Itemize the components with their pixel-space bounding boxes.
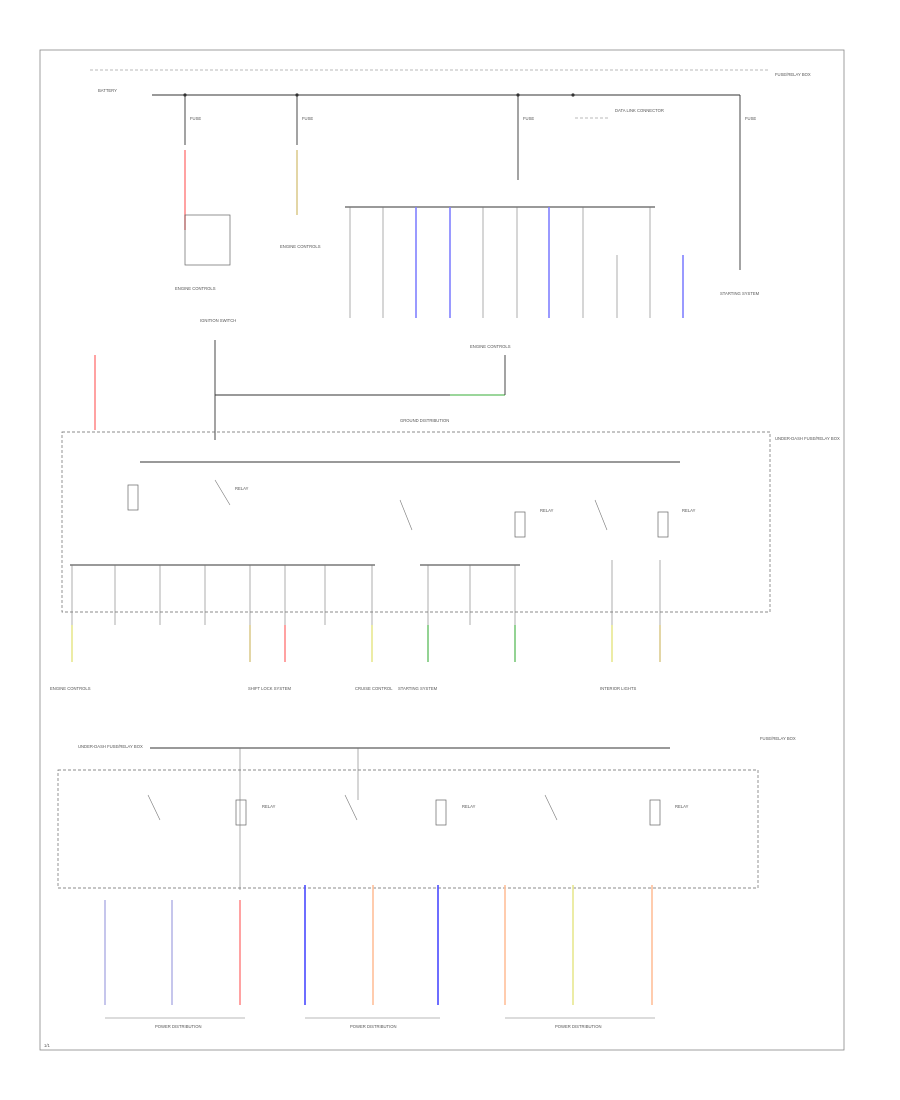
bottom-fuse-box bbox=[57, 769, 759, 889]
svg-text:ENGINE CONTROLS: ENGINE CONTROLS bbox=[280, 244, 321, 249]
svg-text:RELAY: RELAY bbox=[682, 508, 696, 513]
bottom-colored-wires bbox=[104, 885, 653, 1005]
diagram-frame bbox=[39, 49, 845, 1051]
data-link-label: DATA LINK CONNECTOR bbox=[615, 108, 664, 113]
svg-text:FUSE: FUSE bbox=[302, 116, 313, 121]
svg-text:STARTING SYSTEM: STARTING SYSTEM bbox=[398, 686, 438, 691]
ground-dist-label: GROUND DISTRIBUTION bbox=[400, 418, 449, 423]
main-fuse-box bbox=[61, 431, 771, 613]
svg-text:POWER DISTRIBUTION: POWER DISTRIBUTION bbox=[350, 1024, 397, 1029]
main-fuse-box-label: UNDER-DASH FUSE/RELAY BOX bbox=[775, 436, 840, 441]
ignition-label: IGNITION SWITCH bbox=[200, 318, 236, 323]
svg-text:FUSE: FUSE bbox=[190, 116, 201, 121]
svg-text:FUSE: FUSE bbox=[523, 116, 534, 121]
cruise-label: CRUISE CONTROL bbox=[355, 686, 393, 691]
top-fuse-drops: FUSE FUSE FUSE FUSE bbox=[184, 95, 756, 270]
svg-text:ENGINE CONTROLS: ENGINE CONTROLS bbox=[50, 686, 91, 691]
page-number: 1/1 bbox=[44, 1043, 50, 1048]
svg-text:RELAY: RELAY bbox=[675, 804, 689, 809]
engine-controls-box bbox=[184, 214, 231, 266]
fuse-box-top-label: FUSE/RELAY BOX bbox=[775, 72, 811, 77]
main-fuse-drops bbox=[71, 560, 661, 625]
svg-text:POWER DISTRIBUTION: POWER DISTRIBUTION bbox=[155, 1024, 202, 1029]
starting-label: STARTING SYSTEM bbox=[720, 291, 760, 296]
power-source-label: BATTERY bbox=[98, 88, 117, 93]
bottom-relay-symbols bbox=[147, 748, 661, 890]
svg-text:RELAY: RELAY bbox=[262, 804, 276, 809]
svg-text:RELAY: RELAY bbox=[462, 804, 476, 809]
svg-text:POWER DISTRIBUTION: POWER DISTRIBUTION bbox=[555, 1024, 602, 1029]
engine-controls-label: ENGINE CONTROLS bbox=[175, 286, 216, 291]
ecm-drops bbox=[349, 207, 684, 318]
engine-controls-label-2: ENGINE CONTROLS bbox=[470, 344, 511, 349]
svg-text:RELAY: RELAY bbox=[235, 486, 249, 491]
svg-text:FUSE: FUSE bbox=[745, 116, 756, 121]
fuse-box-right-label: FUSE/RELAY BOX bbox=[760, 736, 796, 741]
interior-label: INTERIOR LIGHTS bbox=[600, 686, 637, 691]
fuse-box-bottom-label: UNDER-DASH FUSE/RELAY BOX bbox=[78, 744, 143, 749]
relay-symbols bbox=[127, 479, 669, 538]
svg-text:RELAY: RELAY bbox=[540, 508, 554, 513]
shift-lock-label: SHIFT LOCK SYSTEM bbox=[248, 686, 291, 691]
